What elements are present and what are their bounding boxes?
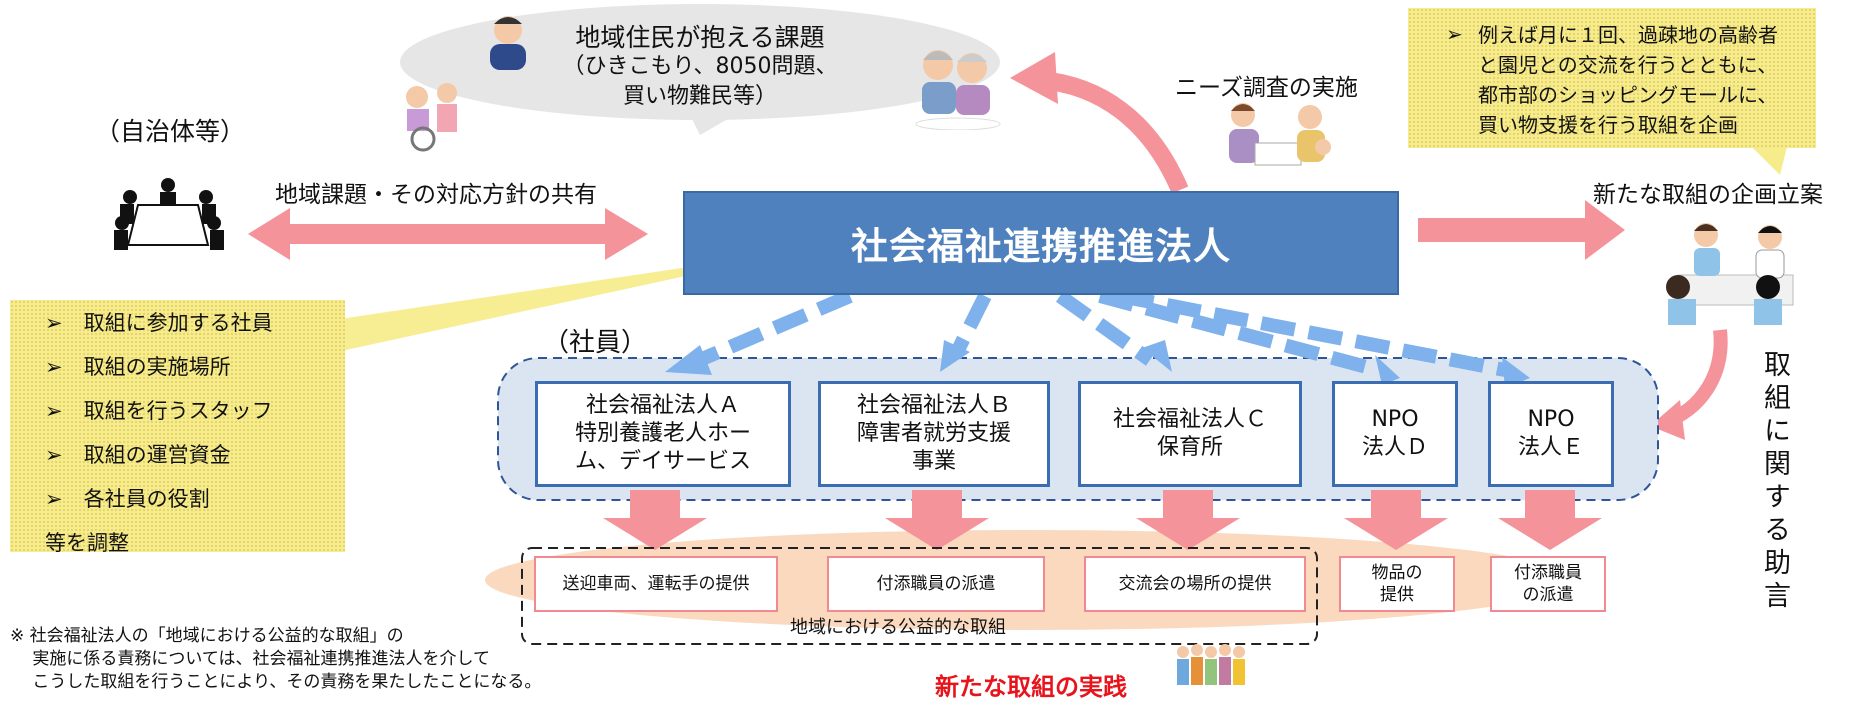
adjust-footer: 等を調整 [45, 531, 129, 555]
issue-title: 地域住民が抱える課題 [575, 23, 825, 52]
central-corporation-label: 社会福祉連携推進法人 [851, 225, 1231, 268]
survey-label: ニーズ調査の実施 [1175, 75, 1358, 101]
adjust-item-3: ➢ 取組を行うスタッフ [45, 399, 273, 423]
issue-detail: （ひきこもり、8050問題、 買い物難民等） [562, 54, 838, 109]
footnote: ※ 社会福祉法人の「地域における公益的な取組」の 実施に係る責務については、社会… [10, 626, 542, 692]
member-social-welfare-c: 社会福祉法人Ｃ 保育所 [1078, 381, 1302, 487]
adjustment-box: ➢ 取組に参加する社員 ➢ 取組の実施場所 ➢ 取組を行うスタッフ ➢ 取組の運… [10, 300, 345, 555]
member-npo-e: NPO 法人Ｅ [1488, 381, 1614, 487]
public-activity-frame [521, 547, 1318, 645]
members-label: （社員） [543, 328, 648, 358]
advice-label: 取組に関する助言 [1759, 350, 1790, 614]
service-venue: 交流会の場所の提供 [1084, 556, 1306, 612]
bubble-tail [690, 112, 740, 135]
arrow-advice-head [1650, 400, 1685, 440]
public-activity-label: 地域における公益的な取組 [790, 617, 1006, 638]
share-label: 地域課題・その対応方針の共有 [275, 182, 597, 208]
example-note-box: ➢ 例えば月に１回、過疎地の高齢者と園児との交流を行うとともに、都市部のショッピ… [1408, 8, 1816, 148]
member-npo-d: NPO 法人Ｄ [1332, 381, 1458, 487]
example-note-bullet: ➢ [1446, 22, 1463, 46]
service-transport: 送迎車両、運転手の提供 [534, 556, 778, 612]
adjust-item-4: ➢ 取組の運営資金 [45, 443, 231, 467]
adjust-item-5: ➢ 各社員の役割 [45, 487, 210, 511]
service-goods: 物品の 提供 [1339, 556, 1455, 612]
callout-wedge-left [300, 260, 735, 360]
dashed-arrow-heads [665, 340, 1530, 388]
elderly-wheelchair-icon [395, 75, 470, 153]
elderly-couple-icon [908, 40, 1003, 131]
service-attendant-e: 付添職員 の派遣 [1490, 556, 1606, 612]
meeting-people-icon [108, 175, 228, 255]
double-arrow-share [248, 208, 648, 260]
planning-staff-icon [1658, 215, 1808, 330]
dashed-arrows [692, 289, 1507, 377]
municipality-label: （自治体等） [95, 117, 246, 146]
arrow-to-issue [1039, 71, 1189, 194]
crowd-people-icon [1173, 640, 1251, 696]
arrow-to-plan [1418, 200, 1625, 260]
issue-bubble [400, 4, 1000, 120]
example-note-text: 例えば月に１回、過疎地の高齢者と園児との交流を行うとともに、都市部のショッピング… [1478, 23, 1778, 137]
practice-label: 新たな取組の実践 [935, 673, 1127, 701]
member-social-welfare-a: 社会福祉法人Ａ 特別養護老人ホー ム、デイサービス [535, 381, 791, 487]
survey-people-icon [1215, 95, 1345, 180]
central-corporation-box: 社会福祉連携推進法人 [683, 191, 1399, 295]
down-arrows [603, 490, 1602, 550]
adjust-item-1: ➢ 取組に参加する社員 [45, 311, 273, 335]
plan-label: 新たな取組の企画立案 [1593, 182, 1823, 208]
service-attendant-b: 付添職員の派遣 [827, 556, 1045, 612]
adjust-item-2: ➢ 取組の実施場所 [45, 355, 231, 379]
member-social-welfare-b: 社会福祉法人Ｂ 障害者就労支援 事業 [818, 381, 1050, 487]
withdrawn-person-icon [480, 12, 535, 72]
arrow-to-issue-head [1010, 52, 1058, 104]
